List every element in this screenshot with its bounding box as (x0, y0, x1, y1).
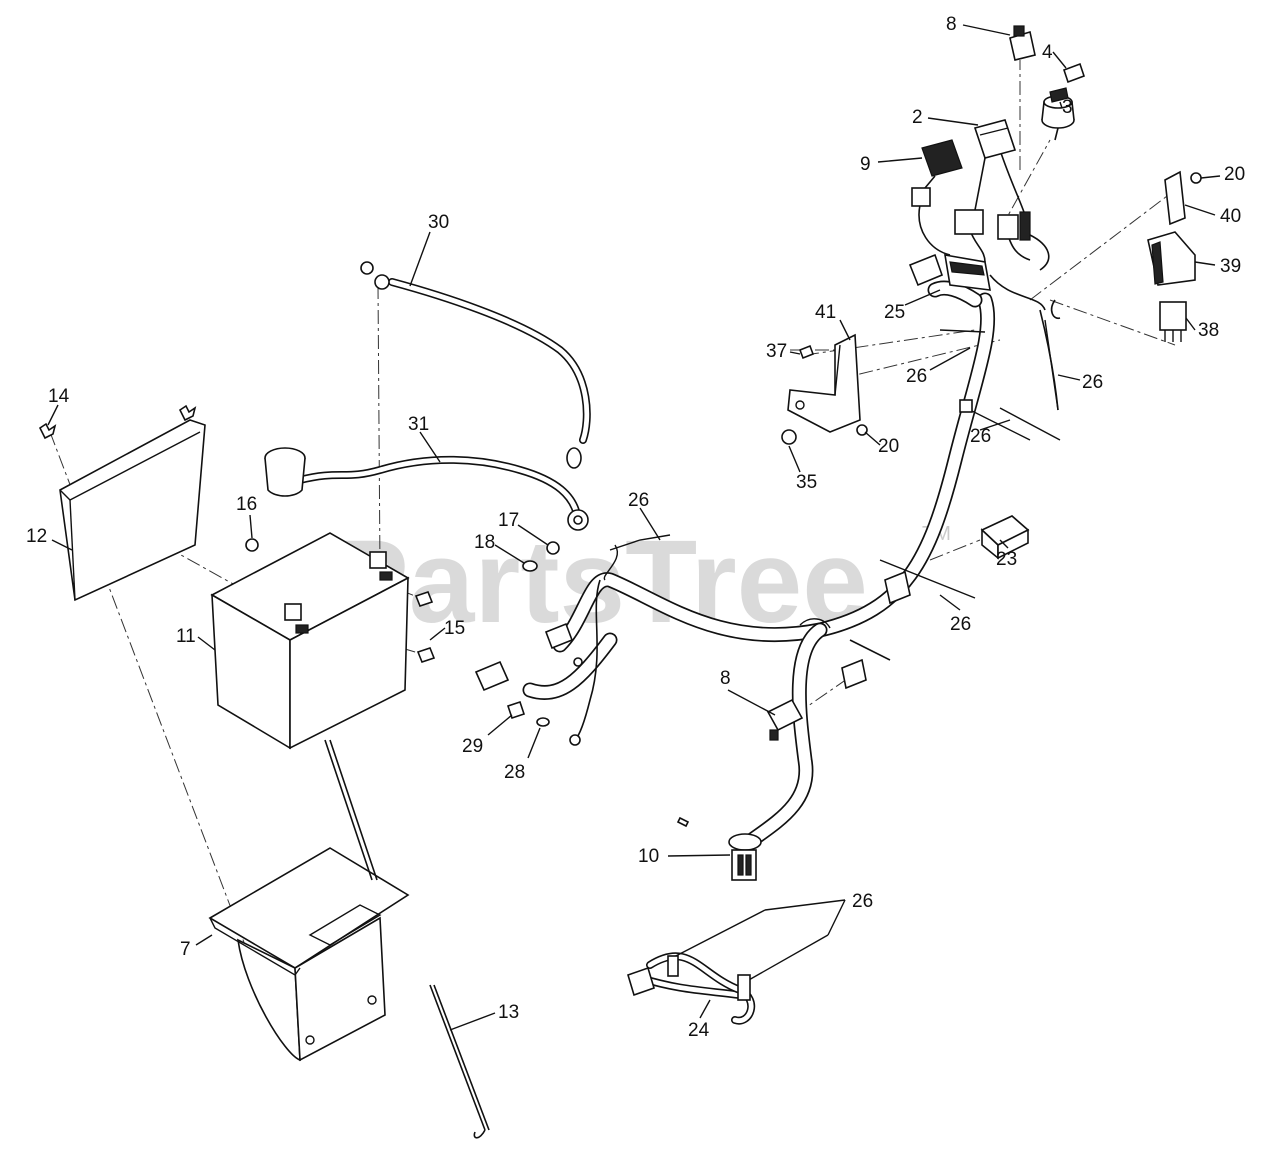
callout-28: 28 (504, 762, 525, 783)
callouts: 8 4 3 2 9 20 40 39 38 25 41 37 26 26 30 … (26, 14, 1245, 1041)
watermark: PartsTree TM (330, 516, 951, 648)
positive-cable (264, 447, 589, 531)
key-switch (1041, 62, 1086, 141)
callout-16: 16 (236, 494, 257, 515)
relay-2 (954, 119, 1031, 241)
connector-10 (676, 816, 762, 881)
callout-10: 10 (638, 846, 659, 867)
callout-29: 29 (462, 736, 483, 757)
callout-26-e: 26 (950, 614, 971, 635)
callout-23: 23 (996, 549, 1017, 570)
screw-37 (798, 344, 815, 360)
module-39 (1147, 231, 1196, 286)
bolt-15a (414, 591, 434, 607)
hold-down-rod (324, 739, 490, 1139)
callout-35: 35 (796, 472, 817, 493)
callout-8-upper: 8 (946, 14, 957, 35)
wing-nut-14b (178, 404, 197, 422)
harness-24 (627, 909, 829, 1025)
callout-20-lower: 20 (878, 436, 899, 457)
callout-31: 31 (408, 414, 429, 435)
callout-40: 40 (1220, 206, 1241, 227)
callout-38: 38 (1198, 320, 1219, 341)
connector-29 (474, 622, 583, 746)
callout-39: 39 (1220, 256, 1241, 277)
callout-4: 4 (1042, 42, 1053, 63)
callout-26-f: 26 (852, 891, 873, 912)
relay-23 (980, 515, 1030, 560)
leader-lines (47, 24, 1221, 1031)
connector-9 (911, 139, 963, 207)
nut-20-lower (856, 424, 868, 436)
callout-14: 14 (48, 386, 70, 407)
callout-8-lower: 8 (720, 668, 731, 689)
callout-12: 12 (26, 526, 47, 547)
callout-9: 9 (860, 154, 871, 175)
callout-26-d: 26 (628, 490, 649, 511)
hardware-18 (522, 560, 538, 572)
callout-17: 17 (498, 510, 519, 531)
callout-30: 30 (428, 212, 449, 233)
switch-8-upper (1009, 25, 1036, 61)
callout-11: 11 (176, 626, 196, 647)
callout-25: 25 (884, 302, 905, 323)
callout-18: 18 (474, 532, 495, 553)
battery-tray (208, 847, 410, 1062)
callout-2: 2 (912, 107, 923, 128)
callout-3: 3 (1062, 97, 1073, 118)
battery-cover (59, 419, 206, 602)
callout-13: 13 (498, 1002, 519, 1023)
callout-15: 15 (444, 618, 465, 639)
callout-20-upper: 20 (1224, 164, 1245, 185)
switch-8-lower (766, 698, 804, 741)
bracket-41 (787, 333, 861, 433)
hardware-16 (245, 538, 259, 552)
alignment-lines (49, 60, 1176, 946)
callout-26-c: 26 (970, 426, 991, 447)
relay-38 (1159, 301, 1187, 342)
callout-41: 41 (815, 302, 836, 323)
wing-nut-14 (38, 422, 57, 440)
harness-ties (603, 399, 1031, 690)
callout-26-a: 26 (906, 366, 927, 387)
callout-7: 7 (180, 939, 191, 960)
battery (210, 532, 410, 750)
bolt-15b (416, 647, 436, 663)
callout-24: 24 (688, 1020, 710, 1041)
callout-37: 37 (766, 341, 787, 362)
hardware-17 (546, 541, 560, 555)
clip-35 (781, 429, 797, 445)
bracket-40 (1164, 170, 1202, 226)
callout-26-b: 26 (1082, 372, 1103, 393)
negative-cable (360, 261, 591, 469)
cable-ties (939, 319, 1061, 441)
